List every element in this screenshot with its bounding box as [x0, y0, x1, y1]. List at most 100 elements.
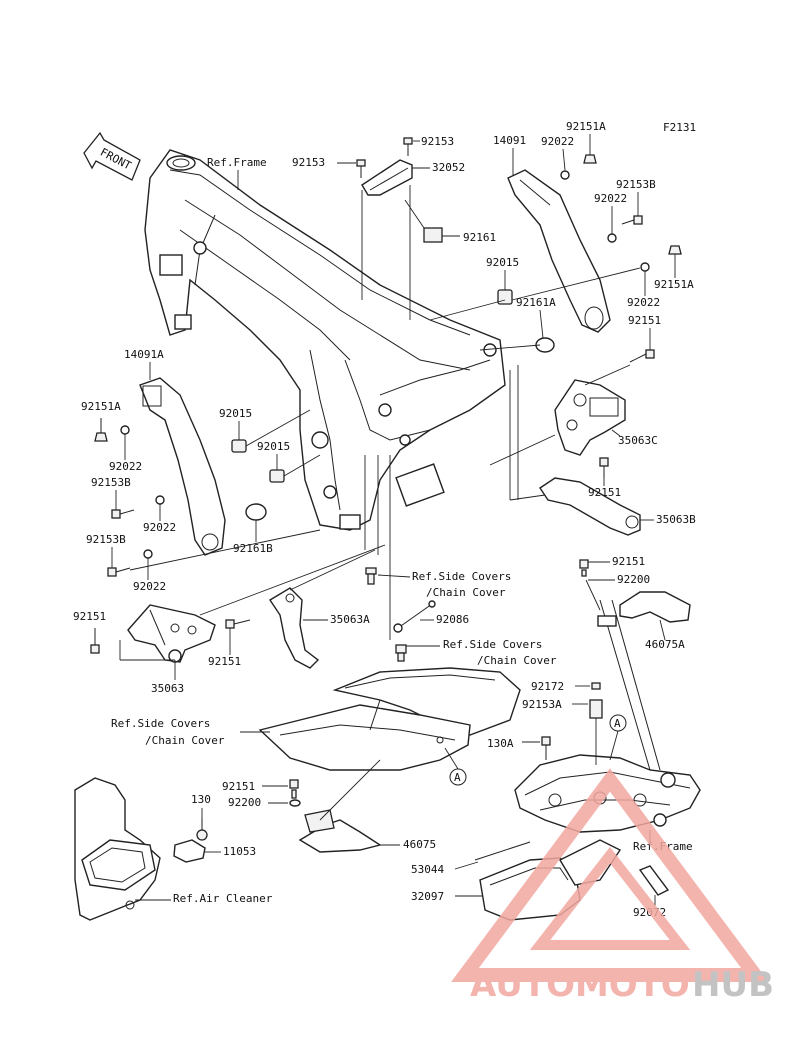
collar-92015-b [231, 439, 247, 453]
clip-small [395, 644, 407, 662]
callout-53044: 53044 [411, 863, 444, 876]
callout-ref-frame-top: Ref.Frame [207, 156, 267, 169]
washer-92022-c [640, 262, 650, 272]
callout-92153-b: 92153 [292, 156, 325, 169]
bracket-32052 [361, 159, 413, 196]
figure-code: F2131 [663, 121, 696, 134]
bolt-92153B-b [111, 509, 135, 519]
callout-ref-side-covers-1: Ref.Side Covers [412, 570, 511, 583]
bolt-92153-a [403, 137, 413, 156]
callout-92022-d: 92022 [109, 460, 142, 473]
callout-92153B-a: 92153B [616, 178, 656, 191]
callout-92200-a: 92200 [617, 573, 650, 586]
callout-35063: 35063 [151, 682, 184, 695]
grommet-92161B [245, 503, 267, 521]
bolt-92151-d [225, 619, 251, 629]
washer-92022-d [120, 425, 130, 435]
bolt-92151-b [599, 457, 609, 478]
air-cleaner [74, 777, 161, 921]
callout-92086: 92086 [436, 613, 469, 626]
callout-14091A: 14091A [124, 348, 164, 361]
bracket-14091 [507, 169, 611, 333]
band-92072 [638, 865, 670, 896]
wire-92086 [393, 600, 436, 633]
bolt-130 [196, 818, 208, 841]
callout-92151A-c: 92151A [81, 400, 121, 413]
callout-92151-b: 92151 [588, 486, 621, 499]
plate-46075 [298, 809, 382, 853]
watermark-triangle-icon [451, 768, 769, 982]
callout-92022-e: 92022 [143, 521, 176, 534]
side-cover-assembly [258, 667, 521, 771]
washer-92200-b [289, 799, 301, 807]
callout-92151A-a: 92151A [566, 120, 606, 133]
callout-92153B-c: 92153B [86, 533, 126, 546]
callout-32052: 32052 [432, 161, 465, 174]
callout-92161A: 92161A [516, 296, 556, 309]
watermark-text-secondary: HUB [692, 965, 774, 1005]
callout-130: 130 [191, 793, 211, 806]
bracket-11053 [173, 839, 206, 863]
callout-92151-a: 92151 [628, 314, 661, 327]
bolt-92153B-c [107, 567, 131, 577]
callout-92161: 92161 [463, 231, 496, 244]
callout-92015-b: 92015 [219, 407, 252, 420]
marker-a-right-label: A [614, 717, 621, 730]
callout-92151-c: 92151 [73, 610, 106, 623]
callout-92022-f: 92022 [133, 580, 166, 593]
callout-35063B: 35063B [656, 513, 696, 526]
bolt-92153-b [356, 159, 366, 178]
collar-92015-c [269, 469, 285, 483]
callout-35063C: 35063C [618, 434, 658, 447]
bolt-92151-a [629, 349, 655, 363]
callout-92153B-b: 92153B [91, 476, 131, 489]
callout-46075: 46075 [403, 838, 436, 851]
callout-35063A: 35063A [330, 613, 370, 626]
bracket-35063 [127, 604, 216, 663]
callout-ref-air-cleaner: Ref.Air Cleaner [173, 892, 273, 905]
watermark-logo: AUTOMOTO HUB [451, 768, 774, 1005]
washer-92022-e [155, 495, 165, 505]
callout-92022-b: 92022 [594, 192, 627, 205]
callout-92015-a: 92015 [486, 256, 519, 269]
callout-92153A: 92153A [522, 698, 562, 711]
bolt-92151A-c [94, 418, 108, 442]
callout-chain-cover-1: /Chain Cover [426, 586, 506, 599]
callout-92022-a: 92022 [541, 135, 574, 148]
nut-92151A-a [583, 154, 597, 164]
stay-clamp [597, 615, 617, 627]
main-frame [144, 149, 506, 531]
callout-chain-cover-3: /Chain Cover [145, 734, 225, 747]
bolt-92200-a [365, 567, 377, 585]
callout-ref-side-covers-3: Ref.Side Covers [111, 717, 210, 730]
strip-53044 [474, 841, 531, 861]
callout-ref-side-covers-2: Ref.Side Covers [443, 638, 542, 651]
callout-chain-cover-2: /Chain Cover [477, 654, 557, 667]
callout-92022-c: 92022 [627, 296, 660, 309]
bolt-92151-f [289, 779, 299, 799]
bracket-35063B [539, 477, 641, 536]
callout-32097: 32097 [411, 890, 444, 903]
collar-92153A [589, 699, 603, 719]
bracket-14091A [139, 377, 226, 556]
callout-130A: 130A [487, 737, 514, 750]
callout-92015-c: 92015 [257, 440, 290, 453]
callout-92151-d: 92151 [208, 655, 241, 668]
bolt-92151-c [90, 628, 100, 654]
watermark-text-primary: AUTOMOTO [470, 965, 690, 1005]
washer-92022-a [560, 170, 570, 180]
callout-92161B: 92161B [233, 542, 273, 555]
marker-a-left-label: A [454, 771, 461, 784]
rubber-92161 [423, 227, 443, 243]
bracket-35063A [269, 587, 320, 669]
bracket-46075A [619, 591, 691, 623]
front-arrow-icon: FRONT [83, 131, 141, 181]
bolt-130A [541, 736, 551, 760]
callout-92151-f: 92151 [222, 780, 255, 793]
callout-11053: 11053 [223, 845, 256, 858]
callout-92151-e: 92151 [612, 555, 645, 568]
callout-92151A-b: 92151A [654, 278, 694, 291]
bolt-92153B-a [621, 215, 643, 225]
callout-92153-a: 92153 [421, 135, 454, 148]
